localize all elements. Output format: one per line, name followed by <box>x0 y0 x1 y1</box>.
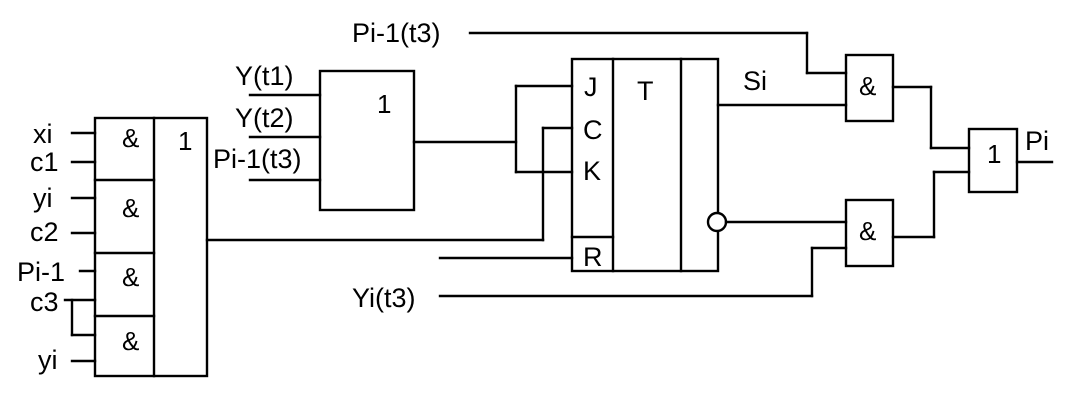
input-yi-label: yi <box>33 183 53 213</box>
and-gate-bottom-symbol: & <box>859 216 876 246</box>
middle-or-gate: 1 <box>318 69 416 212</box>
and-gate-2-symbol: & <box>122 193 139 223</box>
left-input-wires <box>63 131 97 363</box>
right-and-gate-bottom: & <box>844 198 895 268</box>
inverted-output-circle <box>706 211 728 233</box>
middle-input-wires <box>248 93 322 182</box>
input-yi-t3-label: Yi(t3) <box>352 283 416 313</box>
and-gate-top-symbol: & <box>859 71 876 101</box>
input-c1-label: c1 <box>30 147 59 177</box>
and-gate-1-symbol: & <box>122 123 139 153</box>
input-pi-1-t3-top-label: Pi-1(t3) <box>352 18 441 48</box>
and-gate-4-symbol: & <box>122 326 139 356</box>
trigger-k-label: K <box>583 156 601 186</box>
middle-or-frame <box>318 69 416 212</box>
right-wires <box>438 31 1054 298</box>
or-gate-1-symbol: 1 <box>178 126 192 156</box>
input-y-t2-label: Y(t2) <box>235 103 294 133</box>
jk-trigger: J C K R T <box>570 57 728 273</box>
output-si-label: Si <box>743 66 767 96</box>
trigger-c-label: C <box>583 115 603 145</box>
input-pi-1-label: Pi-1 <box>17 257 65 287</box>
left-block-frame <box>93 116 209 378</box>
or-gate-right-symbol: 1 <box>987 139 1001 169</box>
trigger-input-wires <box>205 84 574 260</box>
trigger-r-label: R <box>583 242 603 272</box>
input-yi-bottom-label: yi <box>38 345 58 375</box>
trigger-j-label: J <box>584 72 598 102</box>
right-and-gate-top: & <box>844 53 895 123</box>
or-gate-right-frame <box>967 127 1019 194</box>
right-or-gate: 1 <box>967 127 1019 194</box>
and-gate-bottom-frame <box>844 198 895 268</box>
and-gate-3-symbol: & <box>122 262 139 292</box>
input-c3-label: c3 <box>30 287 59 317</box>
input-y-t1-label: Y(t1) <box>235 61 294 91</box>
middle-or-symbol: 1 <box>377 89 391 119</box>
trigger-name-label: T <box>637 76 654 106</box>
input-c2-label: c2 <box>30 217 59 247</box>
input-pi-1-t3-label: Pi-1(t3) <box>213 144 302 174</box>
input-xi-label: xi <box>33 119 53 149</box>
output-pi-label: Pi <box>1025 126 1049 156</box>
trigger-frame <box>570 57 720 273</box>
left-and-or-block: & & & & 1 <box>93 116 209 378</box>
